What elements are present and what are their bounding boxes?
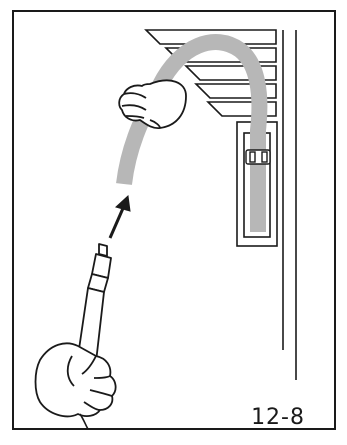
hand-holding-nozzle: [36, 343, 116, 416]
upward-arrow-icon: [110, 196, 130, 238]
nozzle-wand: [78, 244, 111, 362]
hose-clip: [246, 150, 270, 164]
hand-holding-hose: [119, 80, 186, 128]
appliance-side-panel: [283, 30, 296, 380]
figure-label: 12-8: [251, 405, 305, 430]
